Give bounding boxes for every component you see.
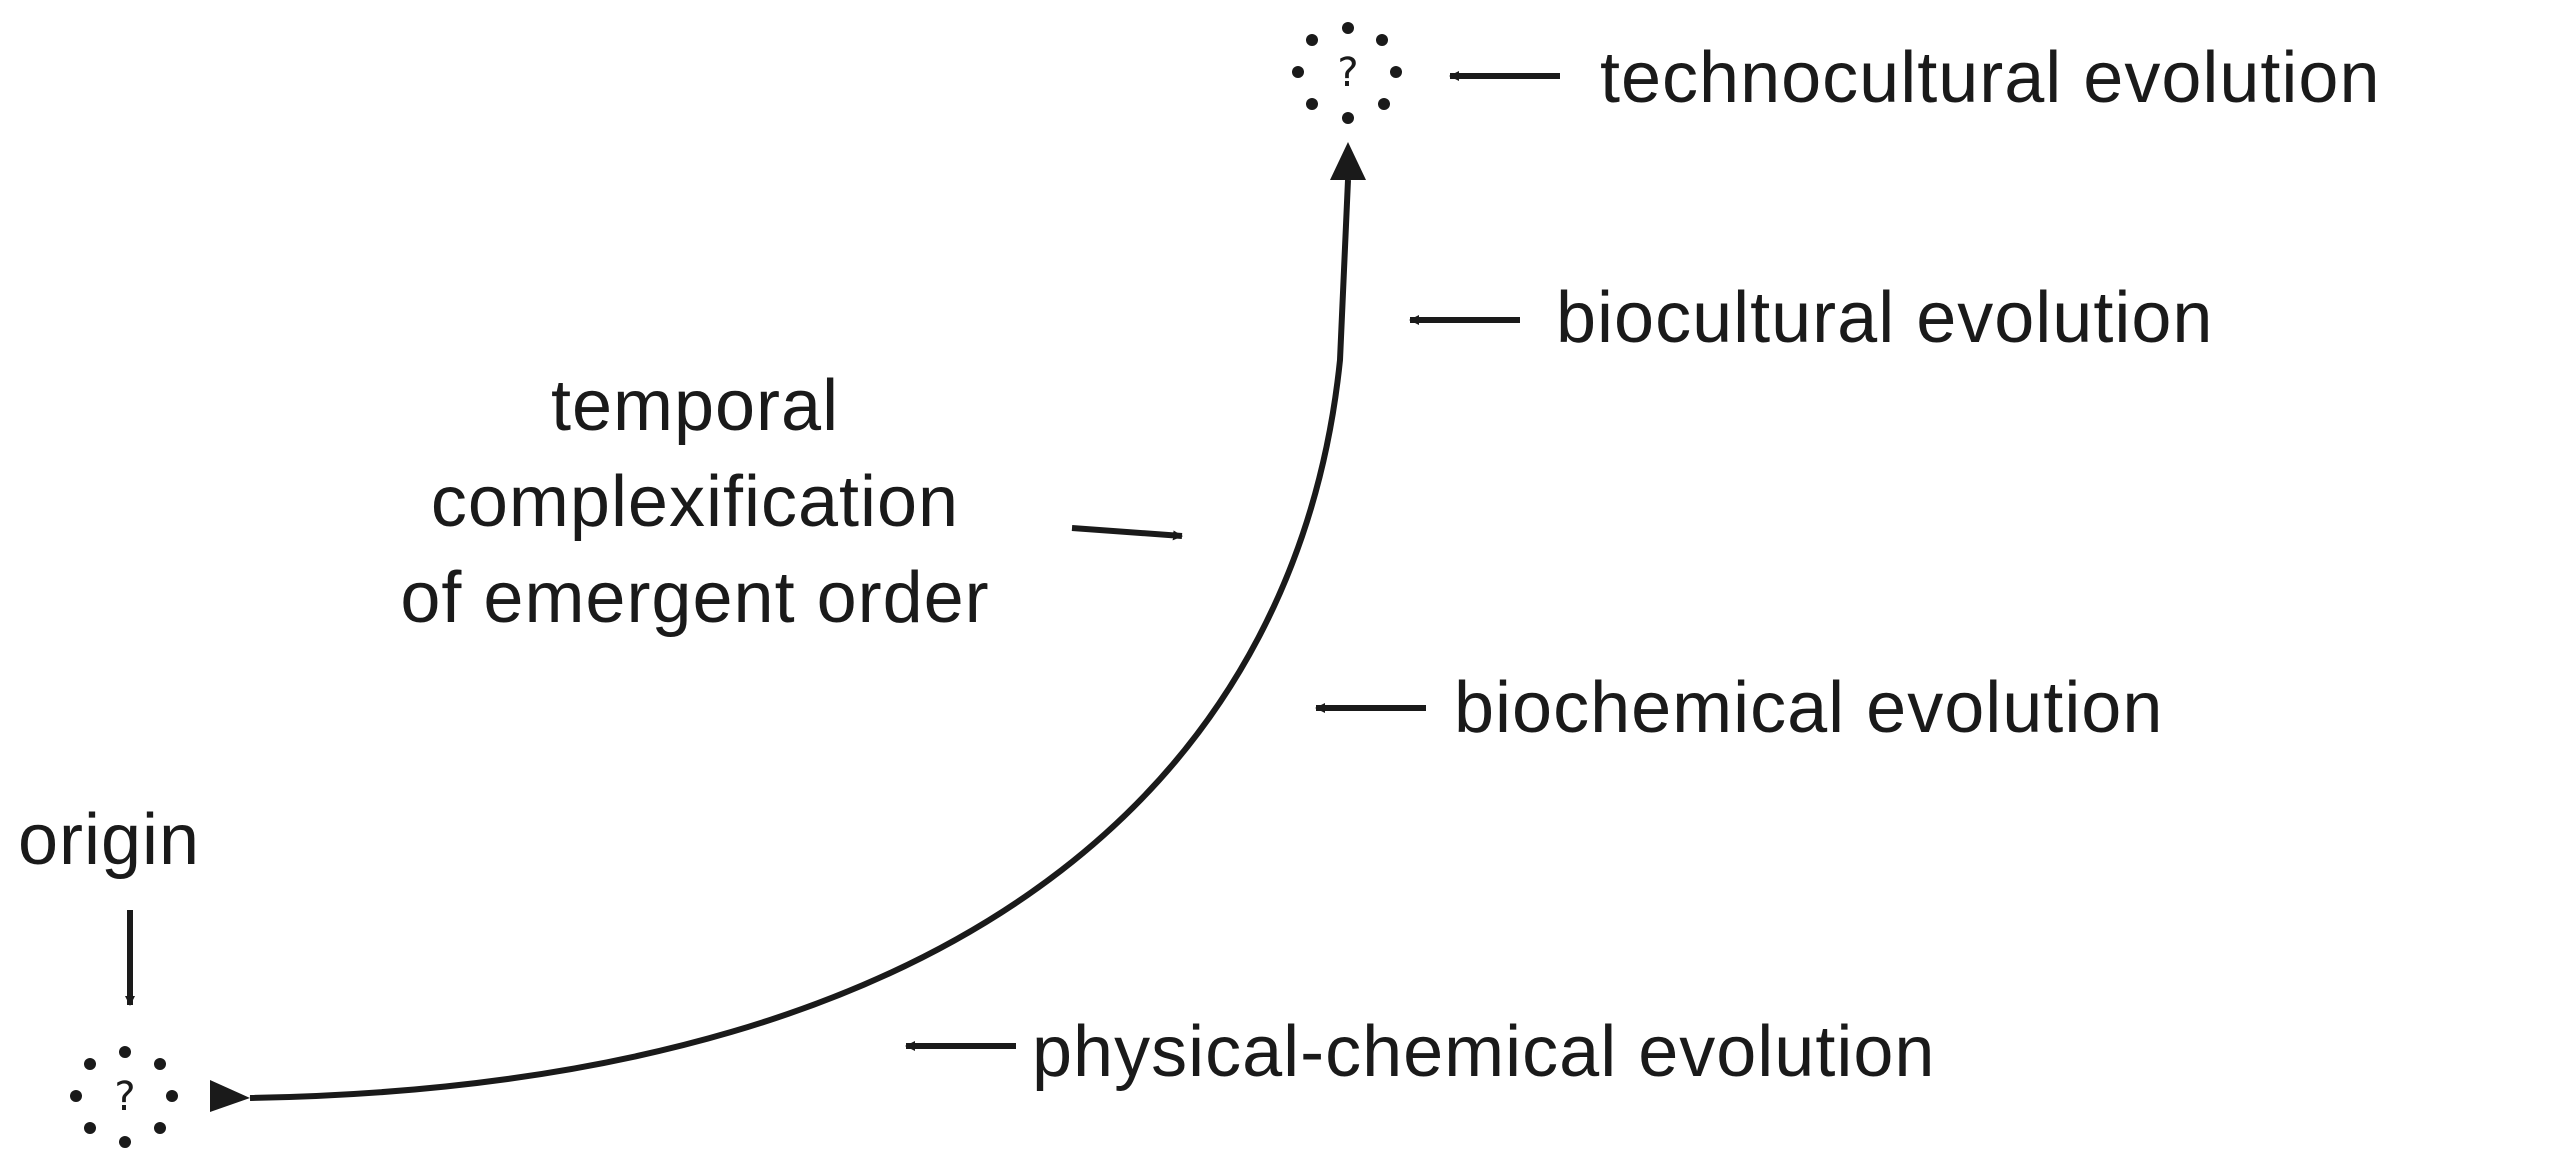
temporal-line-2: complexification <box>430 462 960 542</box>
evolution-curve <box>249 179 1351 1101</box>
curve-end-arrowhead <box>1330 142 1366 180</box>
future-unknown-cluster <box>1292 22 1402 124</box>
technocultural-label: technocultural evolution <box>1600 38 2381 118</box>
origin-label: origin <box>18 800 201 880</box>
temporal-line-3: of emergent order <box>400 558 990 638</box>
temporal-arrow <box>1071 525 1183 541</box>
curve-start-arrowhead <box>210 1080 250 1112</box>
future-question-mark: ? <box>1337 50 1358 96</box>
origin-question-mark: ? <box>114 1074 135 1120</box>
temporal-complexification-label: temporal complexification of emergent or… <box>330 358 1060 646</box>
origin-unknown-cluster <box>70 1046 178 1148</box>
temporal-line-1: temporal <box>550 366 840 446</box>
physical-chemical-label: physical-chemical evolution <box>1032 1012 1936 1092</box>
biocultural-label: biocultural evolution <box>1556 278 2214 358</box>
biochemical-label: biochemical evolution <box>1454 668 2164 748</box>
